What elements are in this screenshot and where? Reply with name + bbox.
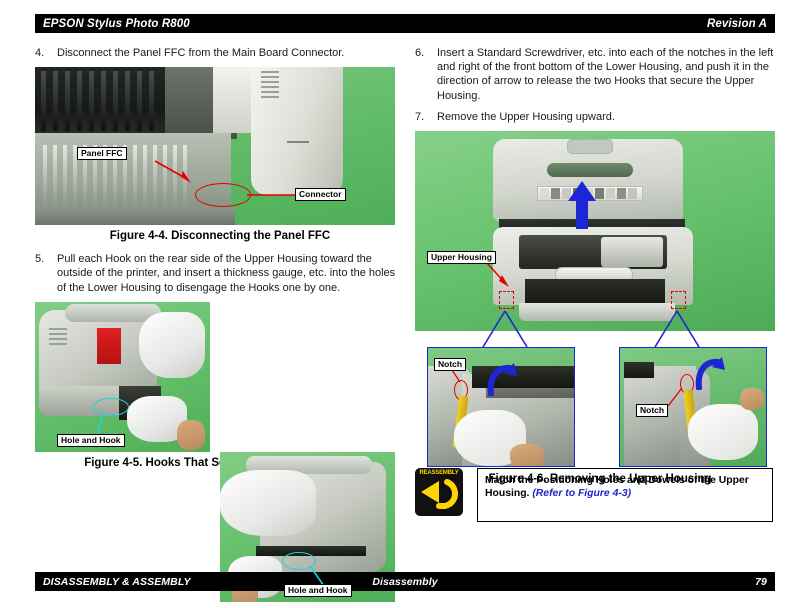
- callout-upper-housing: Upper Housing: [427, 251, 496, 265]
- blue-up-arrow-icon: [568, 181, 596, 230]
- gloved-hand-upper: [220, 469, 316, 536]
- note-body: Match the Positioning Holes and Dowels o…: [485, 475, 749, 500]
- gloved-hand: [688, 404, 758, 461]
- step-7-text: Remove the Upper Housing upward.: [437, 110, 615, 123]
- reassembly-icon-label: REASSEMBLY: [419, 470, 459, 476]
- step-4: 4. Disconnect the Panel FFC from the Mai…: [35, 46, 405, 60]
- step-6-text: Insert a Standard Screwdriver, etc. into…: [437, 47, 774, 102]
- figure-4-6-left-inset: Notch: [427, 347, 575, 468]
- blue-curved-arrow-icon: [695, 357, 725, 391]
- step-4-text: Disconnect the Panel FFC from the Main B…: [57, 47, 345, 59]
- callout-hole-and-hook-right: Hole and Hook: [284, 583, 352, 597]
- printer-housing-top: [65, 303, 161, 322]
- figure-4-5-left-photo: Hole and Hook: [35, 301, 210, 452]
- hole-and-hook-ellipse: [93, 397, 129, 416]
- blue-curved-arrow-icon: [487, 363, 517, 397]
- callout-panel-ffc: Panel FFC: [77, 147, 127, 161]
- printer-carriage-cover: [601, 237, 663, 268]
- figure-4-5-photo-pair: Hole and Hook Hole and Hook: [35, 301, 395, 602]
- step-6-number: 6.: [415, 47, 425, 59]
- printer-front-opening: [624, 362, 654, 379]
- hook-marker-right: [671, 291, 686, 310]
- hole-hook-leader-line: [96, 413, 104, 437]
- printer-tower-slot: [287, 141, 309, 144]
- step-5: 5. Pull each Hook on the rear side of th…: [35, 252, 405, 295]
- callout-connector: Connector: [295, 188, 346, 202]
- figure-4-4-caption: Figure 4-4. Disconnecting the Panel FFC: [109, 230, 331, 243]
- figure-4-4-leader-lines: [154, 160, 297, 196]
- right-column: 6. Insert a Standard Screwdriver, etc. i…: [415, 46, 785, 495]
- callout-hole-and-hook-left: Hole and Hook: [57, 433, 125, 447]
- step-5-number: 5.: [35, 253, 45, 266]
- figure-4-6-caption: Figure 4-6. Removing the Upper Housing: [488, 473, 712, 486]
- step-6: 6. Insert a Standard Screwdriver, etc. i…: [415, 46, 785, 103]
- printer-vent-grille: [49, 327, 67, 352]
- header-title: EPSON Stylus Photo R800: [43, 17, 190, 30]
- hole-hook-leader-line: [309, 565, 325, 587]
- step-7-number: 7.: [415, 110, 425, 123]
- figure-4-5-right-photo: Hole and Hook: [220, 451, 395, 602]
- note-reference: (Refer to Figure 4-3): [532, 488, 632, 500]
- figure-4-6-composite: Upper Housing: [415, 131, 775, 471]
- step-7: 7. Remove the Upper Housing upward.: [415, 110, 785, 124]
- figure-4-4-photo: Panel FFC Connector: [35, 67, 395, 226]
- header-revision: Revision A: [706, 17, 767, 30]
- page-header: EPSON Stylus Photo R800 Revision A: [35, 14, 775, 33]
- gloved-hand-upper: [139, 311, 205, 378]
- upper-housing-leader-line: [486, 262, 509, 288]
- figure-4-6-main-photo: Upper Housing: [415, 131, 775, 332]
- callout-notch-left: Notch: [434, 358, 467, 372]
- hole-and-hook-ellipse: [282, 551, 316, 570]
- notch-leader-line: [667, 387, 683, 407]
- hook-marker-left: [499, 291, 514, 310]
- reassembly-note: REASSEMBLY Match the Positioning Holes a…: [415, 468, 775, 524]
- reassembly-note-text: Match the Positioning Holes and Dowels o…: [485, 474, 765, 501]
- wrist-skin: [740, 388, 764, 411]
- printer-output-tray: [519, 303, 675, 322]
- page-footer: DISASSEMBLY & ASSEMBLY Disassembly 79: [35, 572, 775, 591]
- step-5-text: Pull each Hook on the rear side of the U…: [57, 253, 396, 294]
- reassembly-note-box: Match the Positioning Holes and Dowels o…: [477, 468, 773, 522]
- printer-white-panel: [213, 67, 251, 134]
- printer-lid-window: [547, 163, 633, 178]
- printer-vent-slots: [261, 71, 279, 103]
- inset-leader-lines: [482, 310, 700, 348]
- printer-lid-handle: [567, 139, 613, 155]
- printer-red-label: [97, 327, 121, 364]
- footer-section: DISASSEMBLY & ASSEMBLY: [43, 575, 191, 588]
- curved-arrow-icon: [421, 479, 458, 509]
- reassembly-icon: REASSEMBLY: [415, 468, 463, 516]
- callout-notch-right: Notch: [636, 404, 669, 418]
- printer-front-opening: [525, 279, 665, 308]
- left-column: 4. Disconnect the Panel FFC from the Mai…: [35, 46, 405, 602]
- printer-base-edge: [35, 209, 235, 226]
- notch-leader-line: [451, 369, 461, 383]
- printer-shadow-band: [486, 388, 574, 399]
- printer-seam-gap: [256, 545, 366, 556]
- printer-housing-top: [246, 455, 372, 474]
- wrist-skin: [177, 419, 205, 450]
- footer-subsection: Disassembly: [372, 575, 438, 588]
- wrist-skin: [510, 444, 544, 467]
- footer-page-number: 79: [755, 575, 767, 588]
- printer-side-tower: [251, 67, 343, 196]
- step-4-number: 4.: [35, 47, 45, 59]
- figure-4-6-right-inset: Notch: [619, 347, 767, 468]
